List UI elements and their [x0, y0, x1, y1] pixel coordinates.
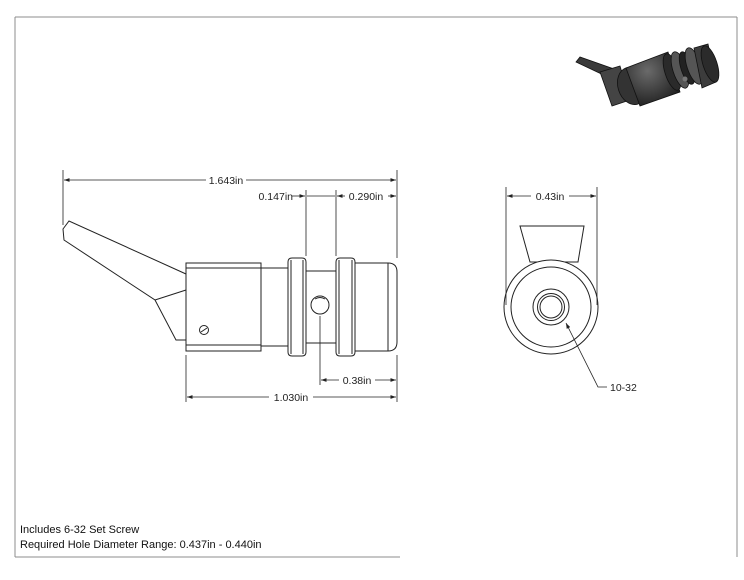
dim-overall-length: 1.643in — [209, 175, 244, 187]
dim-front-length: 0.290in — [349, 191, 384, 203]
dimension-labels: 1.643in 0.147in 0.290in 0.43in 0.38in 1.… — [206, 172, 637, 405]
dim-hole-offset: 0.38in — [343, 375, 372, 387]
isometric-view — [575, 43, 720, 107]
extension-lines — [62, 170, 598, 402]
dim-groove-width: 0.147in — [259, 191, 294, 203]
dim-diameter: 0.43in — [536, 191, 565, 203]
sheet-border — [14, 16, 738, 558]
side-view — [62, 220, 398, 357]
end-view — [503, 225, 599, 355]
note-hole-diameter: Required Hole Diameter Range: 0.437in - … — [20, 539, 262, 551]
dim-thread: 10-32 — [610, 382, 637, 394]
note-set-screw: Includes 6-32 Set Screw — [20, 524, 140, 536]
dim-body-length: 1.030in — [274, 392, 309, 404]
